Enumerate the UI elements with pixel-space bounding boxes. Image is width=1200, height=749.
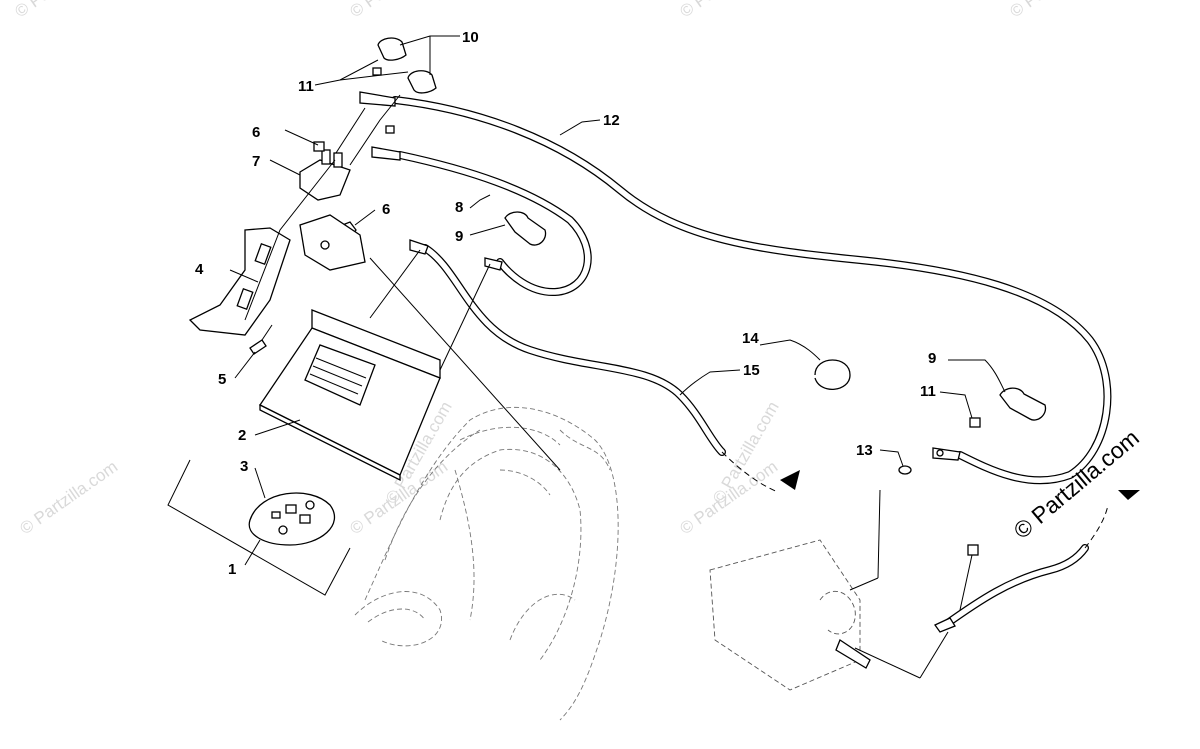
washer-13 [898, 465, 912, 475]
watermark-text: © Partzilla.com [1006, 0, 1111, 21]
terminal-boot-9 [504, 211, 1047, 421]
clamp-14 [814, 359, 851, 390]
solenoid-7 [299, 149, 351, 201]
callout-5: 5 [218, 371, 226, 388]
callout-10: 10 [462, 29, 479, 46]
hardware-kit-3 [248, 492, 336, 546]
cable-15 [421, 244, 779, 493]
callout-1: 1 [228, 561, 236, 578]
callout-11: 11 [298, 78, 314, 95]
terminal-boot-10 [377, 37, 437, 94]
starter-motor [709, 489, 921, 691]
arrow-left-icon [1118, 490, 1140, 500]
callout-6: 6 [252, 124, 260, 141]
ground-cable [941, 504, 1109, 629]
callout-12: 12 [603, 112, 620, 129]
callout-8: 8 [455, 199, 463, 216]
watermark-text: © Partzilla.com [676, 0, 781, 21]
terminal-lugs [359, 91, 961, 633]
callout-3: 3 [240, 458, 248, 475]
callout-9: 9 [455, 228, 463, 245]
screw-5 [249, 324, 273, 355]
callout-11: 11 [920, 383, 936, 400]
direction-arrows [780, 470, 1140, 500]
watermark-text: © Partzilla.com [346, 0, 451, 21]
ground-bolt [919, 544, 979, 679]
nut-11 [372, 67, 981, 428]
partzilla-brand-text: © Partzilla.com [1009, 424, 1144, 544]
chassis-outline [354, 407, 619, 721]
callout-labels: 10 11 12 6 7 6 8 9 4 5 2 3 1 14 15 9 11 … [195, 29, 936, 578]
cable-8 [396, 151, 592, 296]
callout-2: 2 [238, 427, 246, 444]
watermark-text: © Partzilla.com [11, 0, 116, 21]
callout-6: 6 [382, 201, 390, 218]
callout-15: 15 [743, 362, 760, 379]
cable-12 [391, 96, 1112, 485]
callout-7: 7 [252, 153, 260, 170]
callout-13: 13 [856, 442, 873, 459]
arrow-right-icon [780, 470, 800, 490]
battery-bracket-4 [188, 214, 366, 336]
kit-bracket [167, 459, 351, 596]
leader-lines [229, 35, 1006, 566]
battery-2 [259, 309, 441, 482]
watermark-text: © Partzilla.com [16, 457, 121, 538]
callout-14: 14 [742, 330, 759, 347]
callout-4: 4 [195, 261, 204, 278]
callout-9: 9 [928, 350, 936, 367]
